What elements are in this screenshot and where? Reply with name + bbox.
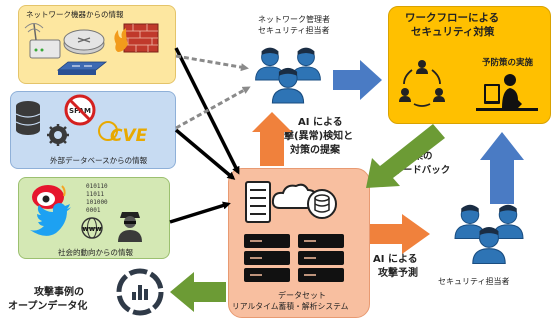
- workflow-cycle-icon: [399, 60, 445, 107]
- arrow-open-data: [170, 272, 226, 312]
- ai-predict-line1: AI による: [373, 254, 418, 265]
- security-staff-label: セキュリティ担当者: [438, 277, 510, 286]
- www-text: www: [82, 225, 102, 233]
- ai-detect-line1: AI による: [298, 117, 343, 128]
- arrow-staff-to-workflow: [480, 132, 524, 204]
- binary-line-2: 11011: [86, 191, 104, 198]
- arrow-feedback: [366, 124, 445, 188]
- external-db-label: 外部データベースからの情報: [50, 156, 148, 165]
- spam-forbidden-icon: SPAM: [64, 94, 96, 126]
- database-icon: [15, 101, 41, 135]
- ai-detect-line3: 対策の提案: [290, 145, 340, 156]
- workflow-prevent-label: 予防策の実施: [482, 58, 534, 68]
- data-storage-icon: [307, 189, 337, 219]
- binary-line-3: 101000: [86, 199, 108, 206]
- network-source-label: ネットワーク機器からの情報: [26, 10, 124, 19]
- firewall-icon: [114, 23, 159, 53]
- arrow-admin-to-workflow: [333, 60, 382, 100]
- dashed-arrow-network-to-admin: [175, 54, 249, 72]
- switch-icon: [56, 61, 108, 75]
- open-data-line2: オープンデータ化: [8, 301, 88, 312]
- twitter-bird-icon: [30, 203, 71, 236]
- workflow-title-line2: セキュリティ対策: [411, 26, 495, 38]
- weibo-icon: [32, 185, 66, 209]
- social-source-label: 社会的動向からの情報: [58, 248, 133, 257]
- server-stack-left-icon: [244, 234, 290, 282]
- arrow-ai-predict: [370, 214, 430, 254]
- operator-at-desk-icon: [476, 74, 538, 111]
- gear-bug-icon: [47, 124, 69, 146]
- arrow-up-ai-detect: [252, 112, 292, 166]
- router-icon: [24, 23, 61, 59]
- workflow-title-line1: ワークフローによる: [405, 12, 500, 24]
- hacker-icon: [118, 212, 142, 242]
- arrow-db-to-dataset: [174, 128, 236, 180]
- admin-label-line2: セキュリティ担当者: [258, 26, 330, 35]
- www-globe-icon: www: [81, 217, 103, 239]
- cve-logo-icon: CVE: [98, 121, 148, 146]
- admin-label-line1: ネットワーク管理者: [258, 15, 330, 24]
- binary-line-4: 0001: [86, 207, 101, 214]
- server-rack-icon: [245, 181, 271, 223]
- arrow-social-to-dataset: [169, 201, 231, 224]
- dashed-arrow-db-to-admin: [175, 86, 251, 130]
- security-staff-people-icon: [454, 204, 524, 265]
- ai-predict-line2: 攻撃予測: [378, 268, 418, 279]
- ai-detect-line2: 攻撃(異常)検知と: [274, 131, 354, 142]
- binary-data-icon: 010110 11011 101000 0001: [86, 183, 108, 214]
- hub-disc-icon: [63, 29, 105, 55]
- dataset-title: データセット: [278, 291, 326, 300]
- dataset-subtitle: リアルタイム蓄積・解析システム: [232, 302, 349, 311]
- cve-text: CVE: [110, 126, 148, 146]
- open-data-line1: 攻撃事例の: [34, 287, 84, 298]
- open-data-chart-icon: [116, 268, 164, 316]
- admin-people-icon: [255, 46, 321, 104]
- feedback-line2: フィードバック: [384, 165, 451, 176]
- server-stack-right-icon: [298, 234, 344, 282]
- binary-line-1: 010110: [86, 183, 108, 190]
